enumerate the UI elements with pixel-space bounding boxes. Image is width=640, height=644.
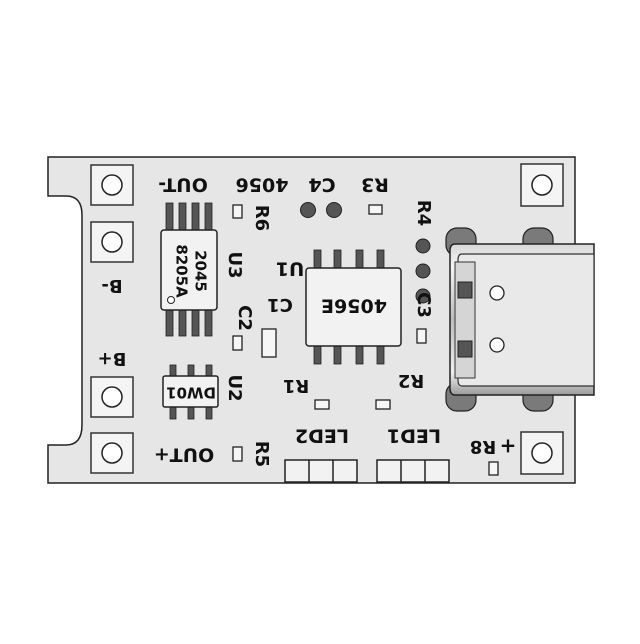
label-c4: C4 — [308, 174, 335, 196]
label-2045: 2045 — [192, 250, 210, 292]
smd-r6 — [232, 204, 243, 219]
label-c2: C2 — [234, 305, 255, 331]
via-dots-r4 — [415, 238, 431, 304]
label-b-plus: B+ — [98, 348, 127, 369]
label-r2: R2 — [398, 370, 424, 391]
smd-c1 — [261, 328, 277, 358]
label-b-minus: B- — [101, 275, 122, 296]
smd-c3 — [416, 328, 427, 344]
chip-u1-4056e — [305, 249, 402, 365]
label-u2: U2 — [224, 374, 245, 401]
label-4056e: 4056E — [321, 295, 387, 317]
label-r1: R1 — [283, 375, 309, 396]
pad-out-plus — [90, 432, 134, 474]
smd-r8 — [488, 461, 499, 476]
smd-r3 — [368, 204, 383, 215]
label-u3: U3 — [224, 251, 245, 278]
smd-r1 — [314, 399, 330, 410]
via-dots-c4 — [300, 202, 342, 218]
pad-top-right — [520, 163, 564, 207]
label-c1: C1 — [267, 294, 293, 315]
label-r6: R6 — [251, 205, 272, 231]
label-8205a: 8205A — [173, 244, 191, 298]
chip-u2-dw01 — [162, 364, 219, 420]
pad-bottom-right — [520, 431, 564, 475]
pad-out-minus — [90, 164, 134, 206]
label-r5: R5 — [251, 441, 272, 467]
label-plus: + — [500, 435, 517, 459]
pad-b-plus — [90, 376, 134, 418]
led1-footprint — [376, 459, 450, 483]
label-r8: R8 — [470, 436, 496, 457]
smd-r5 — [232, 446, 243, 462]
label-out-minus: OUT- — [158, 174, 208, 196]
pad-b-minus — [90, 221, 134, 263]
label-c3: C3 — [413, 292, 434, 318]
label-out-plus: OUT+ — [154, 444, 214, 466]
label-r4: R4 — [413, 200, 434, 226]
label-4056: 4056 — [236, 174, 289, 196]
smd-c2 — [232, 335, 243, 351]
label-led1: LED1 — [387, 425, 441, 447]
label-dw01: DW01 — [166, 384, 216, 402]
smd-r2 — [375, 399, 391, 410]
usb-c-connector — [445, 227, 595, 412]
label-led2: LED2 — [295, 425, 349, 447]
chip-u3-8205a — [160, 202, 218, 337]
label-u1: U1 — [276, 258, 305, 280]
label-r3: R3 — [361, 174, 389, 196]
led2-footprint — [284, 459, 358, 483]
